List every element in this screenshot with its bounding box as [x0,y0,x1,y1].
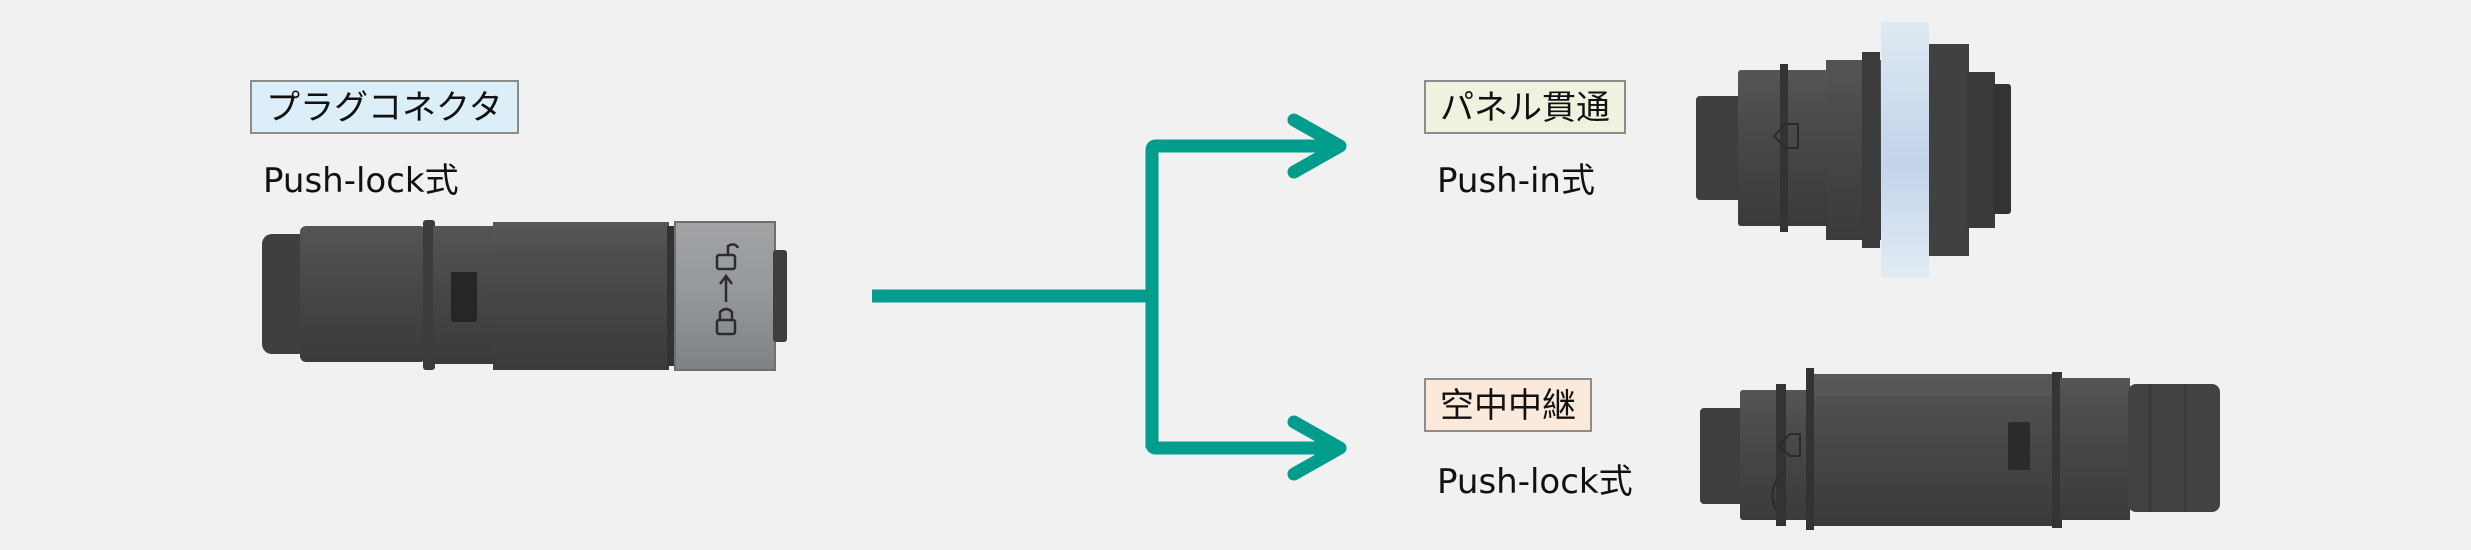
inline-relay-connector-image [1700,368,2220,530]
panel-through-label: パネル貫通 [1424,80,1626,134]
panel-through-connector-image [1696,22,2011,278]
plug-connector-label: プラグコネクタ [250,80,519,134]
panel-through-type: Push-in式 [1437,161,1595,201]
inline-relay-label: 空中中継 [1424,378,1592,432]
plug-connector-type: Push-lock式 [263,161,459,201]
plug-connector-image [262,220,787,371]
inline-relay-type: Push-lock式 [1437,462,1633,502]
branch-arrow [872,113,1347,481]
